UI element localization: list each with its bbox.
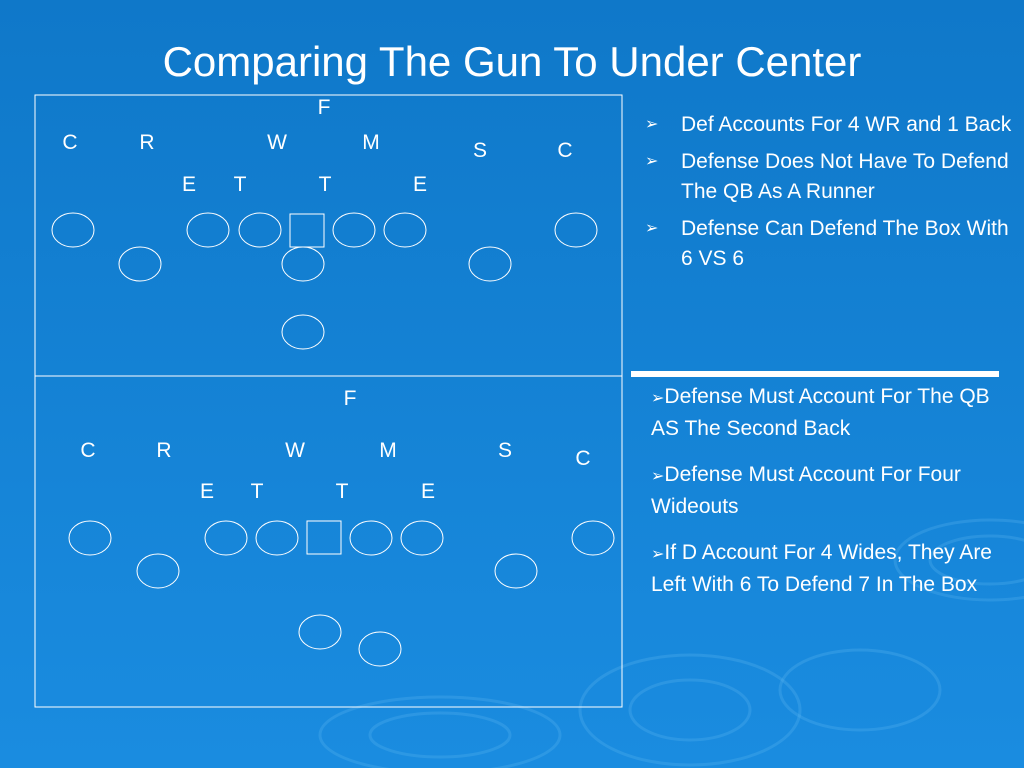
- top-label-m: M: [362, 131, 380, 154]
- bottom-label-m: M: [379, 439, 397, 462]
- bottom-bullet-item: ➢Defense Must Account For The QB AS The …: [651, 382, 1013, 444]
- top-label-e-left: E: [182, 173, 196, 196]
- top-defense-labels: F C R W M S C E T T E: [62, 96, 572, 196]
- diagram-frame: [34, 94, 623, 708]
- top-lineman-left-guard: [238, 212, 282, 248]
- bottom-defense-labels: F C R W M S C E T T E: [80, 387, 590, 503]
- top-label-f: F: [318, 96, 331, 119]
- top-bullet-text: Defense Does Not Have To Defend The QB A…: [681, 150, 1009, 203]
- bottom-quarterback: [298, 614, 342, 650]
- bottom-receiver-right-slot: [494, 553, 538, 589]
- bottom-bullet-text: Defense Must Account For The QB AS The S…: [651, 385, 990, 440]
- ripple-decoration: [318, 518, 1024, 768]
- bottom-running-back: [358, 631, 402, 667]
- bottom-label-t-right: T: [336, 480, 349, 503]
- top-lineman-left-tackle: [186, 212, 230, 248]
- bottom-label-c-left: C: [80, 439, 95, 462]
- bottom-center-square: [306, 520, 342, 555]
- top-bullet-item: ➢ Defense Can Defend The Box With 6 VS 6: [640, 214, 1012, 274]
- top-label-w: W: [267, 131, 287, 154]
- top-receiver-right-slot: [468, 246, 512, 282]
- bottom-bullet-item: ➢Defense Must Account For Four Wideouts: [651, 460, 1013, 522]
- bottom-lineman-right-tackle: [400, 520, 444, 556]
- bottom-label-f: F: [344, 387, 357, 410]
- arrow-bullet-icon: ➢: [645, 220, 659, 237]
- bottom-bullet-text: Defense Must Account For Four Wideouts: [651, 463, 961, 518]
- bottom-bullet-text: If D Account For 4 Wides, They Are Left …: [651, 541, 992, 596]
- bottom-receiver-left-wide: [68, 520, 112, 556]
- top-label-t-right: T: [319, 173, 332, 196]
- top-label-c-left: C: [62, 131, 77, 154]
- top-label-e-right: E: [413, 173, 427, 196]
- top-label-t-left: T: [234, 173, 247, 196]
- top-offense: [51, 212, 598, 350]
- top-bullet-text: Def Accounts For 4 WR and 1 Back: [681, 113, 1012, 136]
- bottom-label-r: R: [156, 439, 171, 462]
- arrow-bullet-icon: ➢: [651, 546, 665, 563]
- arrow-bullet-icon: ➢: [645, 153, 659, 170]
- top-center-square: [289, 213, 325, 248]
- arrow-bullet-icon: ➢: [651, 390, 665, 407]
- top-receiver-left-wide: [51, 212, 95, 248]
- bottom-lineman-right-guard: [349, 520, 393, 556]
- bottom-label-e-left: E: [200, 480, 214, 503]
- top-label-r: R: [139, 131, 154, 154]
- bottom-label-s: S: [498, 439, 512, 462]
- top-bullet-item: ➢ Def Accounts For 4 WR and 1 Back: [640, 110, 1012, 140]
- bottom-bullet-list: ➢Defense Must Account For The QB AS The …: [651, 382, 1013, 616]
- top-lineman-right-guard: [332, 212, 376, 248]
- bottom-offense: [68, 520, 615, 667]
- bottom-label-c-right: C: [575, 447, 590, 470]
- bottom-lineman-left-guard: [255, 520, 299, 556]
- bottom-label-e-right: E: [421, 480, 435, 503]
- section-divider: [631, 371, 999, 377]
- top-quarterback: [281, 246, 325, 282]
- top-bullet-text: Defense Can Defend The Box With 6 VS 6: [681, 217, 1009, 270]
- slide-title: Comparing The Gun To Under Center: [162, 38, 862, 85]
- top-receiver-right-wide: [554, 212, 598, 248]
- arrow-bullet-icon: ➢: [651, 468, 665, 485]
- top-label-c-right: C: [557, 139, 572, 162]
- bottom-receiver-left-slot: [136, 553, 180, 589]
- bottom-label-w: W: [285, 439, 305, 462]
- top-lineman-right-tackle: [383, 212, 427, 248]
- top-running-back: [281, 314, 325, 350]
- top-label-s: S: [473, 139, 487, 162]
- top-receiver-left-slot: [118, 246, 162, 282]
- arrow-bullet-icon: ➢: [645, 116, 659, 133]
- bottom-label-t-left: T: [251, 480, 264, 503]
- bottom-receiver-right-wide: [571, 520, 615, 556]
- bottom-lineman-left-tackle: [204, 520, 248, 556]
- bottom-bullet-item: ➢If D Account For 4 Wides, They Are Left…: [651, 538, 1013, 600]
- top-bullet-item: ➢ Defense Does Not Have To Defend The QB…: [640, 147, 1012, 207]
- top-bullet-list: ➢ Def Accounts For 4 WR and 1 Back ➢ Def…: [640, 110, 1012, 281]
